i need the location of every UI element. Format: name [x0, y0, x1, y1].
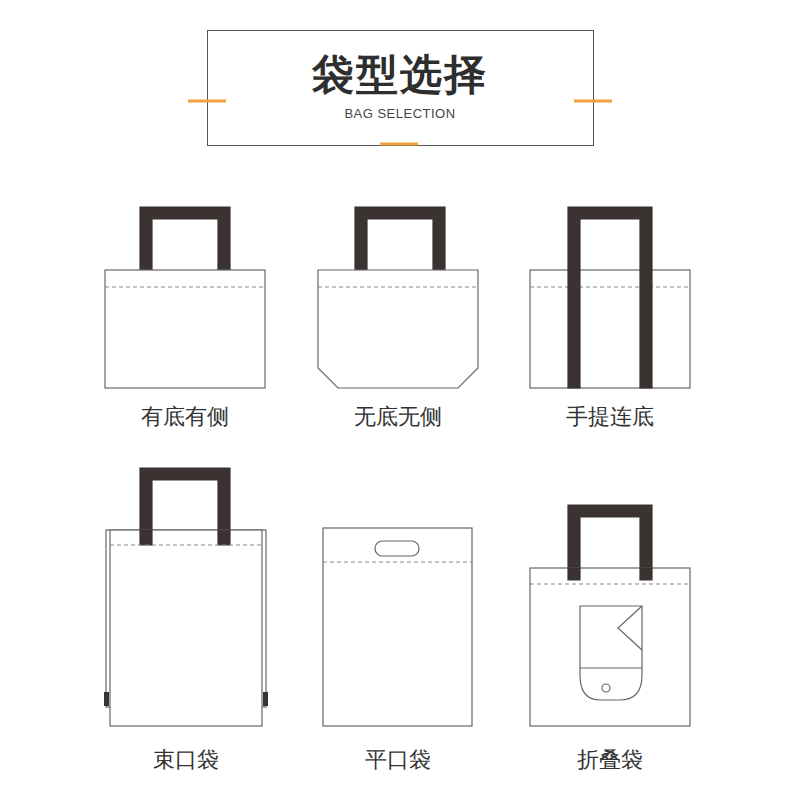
bag-body: [530, 270, 690, 388]
seam: [105, 286, 265, 287]
handle: [568, 568, 652, 580]
bag-caption: 束口袋: [153, 748, 219, 772]
bag-caption: 有底有侧: [141, 405, 229, 429]
seam: [530, 583, 690, 584]
handle: [568, 207, 652, 388]
fold-line: [618, 606, 642, 650]
drawstring-end: [263, 692, 268, 706]
fold-line: [580, 667, 642, 668]
accent-line: [574, 100, 612, 103]
subtitle: BAG SELECTION: [344, 107, 455, 121]
bag-body: [318, 270, 478, 388]
handle: [140, 530, 230, 545]
bag-caption: 无底无侧: [354, 405, 442, 429]
bag-caption: 手提连底: [566, 405, 654, 429]
title: 袋型选择: [312, 52, 488, 98]
drawstring-end: [104, 692, 109, 706]
bag-caption: 折叠袋: [577, 748, 643, 772]
seam: [110, 544, 262, 545]
bag-caption: 平口袋: [365, 748, 431, 772]
snap-button: [602, 684, 610, 692]
die-cut-handle: [375, 541, 419, 556]
bag-body: [530, 568, 690, 726]
bag-body: [105, 270, 265, 388]
seam: [323, 561, 472, 562]
bag-body: [323, 528, 472, 726]
fold-pouch: [580, 606, 642, 700]
bag-body: [110, 530, 262, 726]
handle: [355, 207, 445, 270]
seam: [530, 286, 690, 287]
accent-line: [188, 100, 226, 103]
handle: [140, 207, 230, 270]
seam: [318, 286, 478, 287]
accent-line: [380, 143, 418, 146]
header-frame: [208, 31, 594, 146]
